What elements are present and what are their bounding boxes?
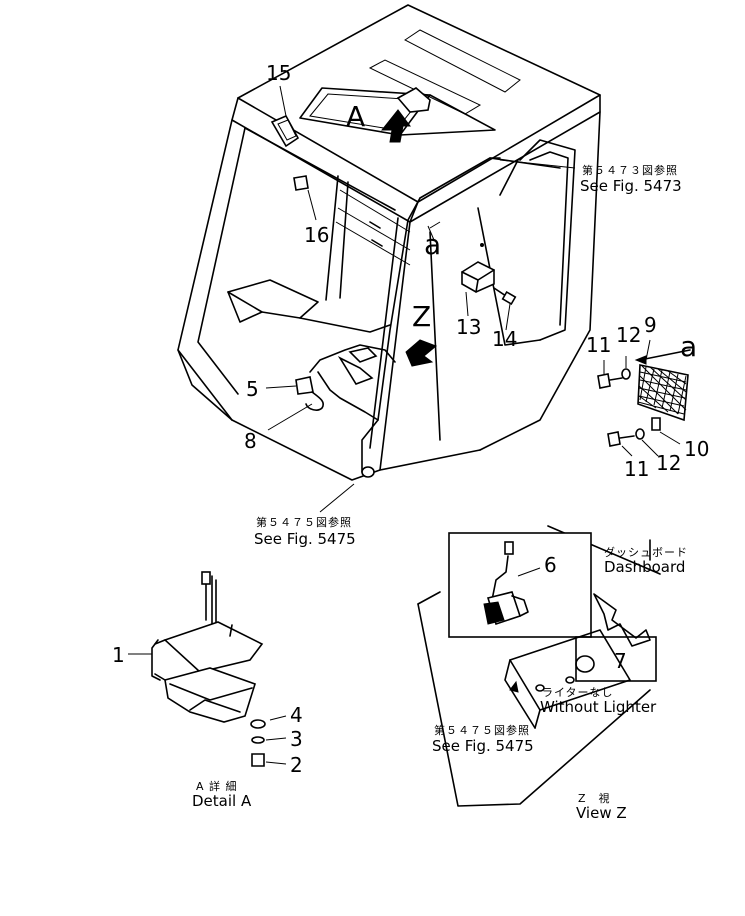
room-lamp-13 — [461, 261, 495, 293]
callout-5: 5 — [246, 377, 259, 401]
callout-14: 14 — [492, 327, 517, 351]
view-z-jp: Z 視 — [578, 791, 611, 805]
dashboard-en: Dashboard — [604, 558, 685, 576]
detail-a-lamp — [128, 571, 287, 767]
callout-11-top: 11 — [586, 333, 611, 357]
view-z-inset — [448, 532, 592, 638]
dashboard-jp: ダッシュボード — [604, 545, 688, 559]
callout-12-bottom: 12 — [656, 451, 681, 475]
arrow-z — [405, 339, 437, 367]
callout-15: 15 — [266, 61, 291, 85]
ref-5475-z-en: See Fig. 5475 — [432, 737, 534, 755]
view-label-z: Z — [412, 300, 431, 333]
view-z-inset-2 — [575, 636, 657, 682]
lighter-plug — [575, 655, 595, 673]
callout-2: 2 — [290, 753, 303, 777]
ref-5473-en: See Fig. 5473 — [580, 177, 682, 195]
callout-6: 6 — [544, 553, 557, 577]
callout-9: 9 — [644, 313, 657, 337]
detail-a-en: Detail A — [192, 792, 252, 810]
callout-16: 16 — [304, 223, 329, 247]
callout-4: 4 — [290, 703, 303, 727]
leader-lines — [265, 85, 576, 513]
view-arrows — [380, 109, 437, 367]
ref-5475-z-jp: 第５４７５図参照 — [434, 723, 530, 737]
view-z-en: View Z — [576, 804, 627, 822]
ref-5475-cab-en: See Fig. 5475 — [254, 530, 356, 548]
cab-drawing — [177, 4, 601, 481]
no-lighter-en: Without Lighter — [540, 698, 657, 716]
detail-a-jp: A 詳 細 — [196, 779, 238, 793]
callout-8: 8 — [244, 429, 257, 453]
callout-13: 13 — [456, 315, 481, 339]
view-z — [417, 525, 661, 807]
window-net-assembly — [597, 339, 691, 457]
ref-5473-jp: 第５４７３図参照 — [582, 163, 678, 177]
callout-a-cab: a — [424, 228, 441, 261]
ref-5475-cab-jp: 第５４７５図参照 — [256, 515, 352, 529]
callout-11-bottom: 11 — [624, 457, 649, 481]
no-lighter-jp: ライターなし — [542, 686, 614, 699]
callout-7: 7 — [614, 649, 627, 673]
window-net — [637, 364, 689, 422]
callout-a-arrow: a — [680, 330, 697, 363]
view-label-a: A — [346, 100, 365, 133]
callout-12-top: 12 — [616, 323, 641, 347]
mirror-15 — [270, 114, 300, 148]
callout-1: 1 — [112, 643, 125, 667]
arrow-a — [380, 109, 411, 143]
text-layer: 15 16 A a Z 13 14 5 8 第５４７３図参照 See Fig. … — [112, 61, 709, 822]
callout-3: 3 — [290, 727, 303, 751]
callout-10: 10 — [684, 437, 709, 461]
room-lamp-roof — [396, 87, 431, 113]
